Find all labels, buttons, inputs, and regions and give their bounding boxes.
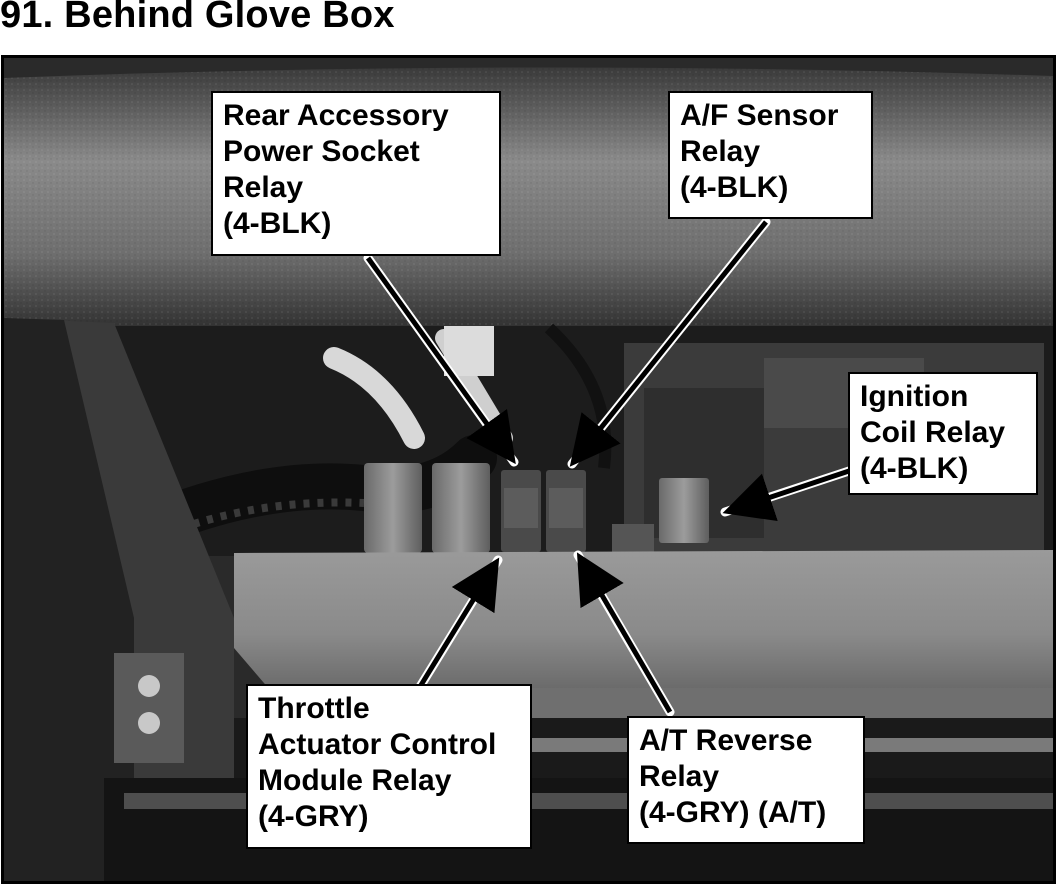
- callout-line: Relay: [639, 760, 720, 793]
- callout-line: Coil Relay: [860, 416, 1006, 449]
- callout-rear-accessory-relay: Rear Accessory Power Socket Relay (4-BLK…: [211, 91, 501, 256]
- callout-throttle-actuator-relay: Throttle Actuator Control Module Relay (…: [246, 684, 532, 849]
- callout-line: (4-GRY): [258, 800, 369, 833]
- callout-ignition-coil-relay: Ignition Coil Relay (4-BLK): [848, 372, 1038, 495]
- callout-line: Ignition: [860, 380, 969, 413]
- callout-at-reverse-relay: A/T Reverse Relay (4-GRY) (A/T): [627, 716, 865, 844]
- callout-line: Rear Accessory: [223, 99, 449, 132]
- callout-line: Relay: [223, 171, 304, 204]
- callout-line: Relay: [680, 135, 761, 168]
- callout-line: Actuator Control: [258, 728, 497, 761]
- page-title: 91. Behind Glove Box: [0, 0, 395, 36]
- callout-line: Throttle: [258, 692, 370, 725]
- callout-af-sensor-relay: A/F Sensor Relay (4-BLK): [668, 91, 873, 219]
- callout-line: (4-BLK): [223, 207, 332, 240]
- callout-line: (4-BLK): [680, 171, 789, 204]
- callout-line: Module Relay: [258, 764, 452, 797]
- callout-line: A/T Reverse: [639, 724, 813, 757]
- callout-line: (4-BLK): [860, 452, 969, 485]
- callout-line: Power Socket: [223, 135, 420, 168]
- callout-line: (4-GRY) (A/T): [639, 796, 827, 829]
- callout-line: A/F Sensor: [680, 99, 839, 132]
